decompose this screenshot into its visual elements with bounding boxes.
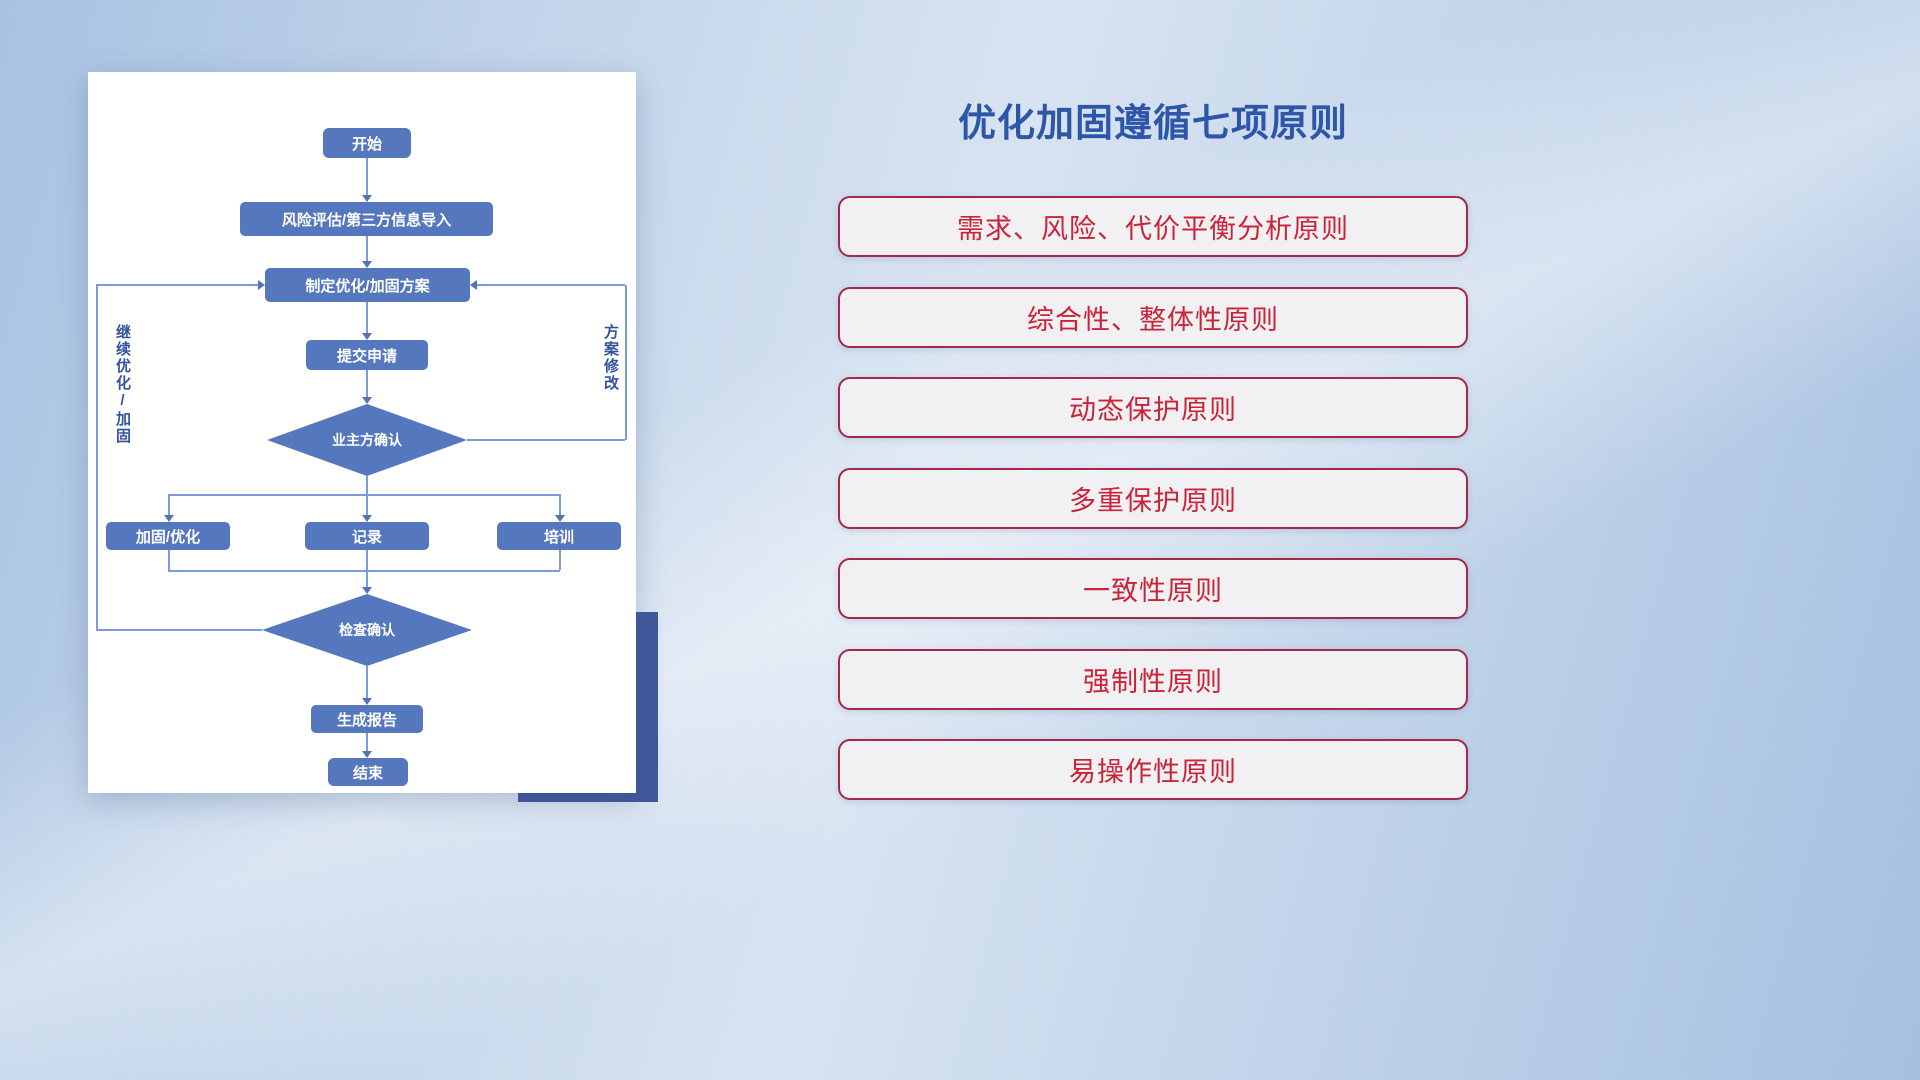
connector-line-left-loop (96, 284, 258, 286)
flow-node-report: 生成报告 (311, 705, 423, 733)
arrowhead-down-icon (164, 515, 174, 522)
arrowhead-down-icon (362, 698, 372, 705)
connector-line (366, 236, 368, 261)
connector-line (366, 570, 368, 587)
connector-line (168, 494, 170, 515)
connector-line (366, 302, 368, 333)
arrowhead-down-icon (362, 333, 372, 340)
flow-node-record: 记录 (305, 522, 429, 550)
arrowhead-down-icon (362, 587, 372, 594)
flow-node-submit: 提交申请 (306, 340, 428, 370)
edge-label-plan-revise: 方案修改 (602, 324, 619, 392)
principle-item-6: 强制性原则 (838, 649, 1468, 710)
flow-node-make-plan: 制定优化/加固方案 (265, 268, 470, 302)
arrowhead-right-icon (258, 280, 265, 290)
connector-line-right-loop (467, 439, 625, 441)
connector-line-left-loop (96, 629, 262, 631)
flow-node-risk-import: 风险评估/第三方信息导入 (240, 202, 493, 236)
flow-node-reinforce: 加固/优化 (106, 522, 230, 550)
arrowhead-down-icon (362, 195, 372, 202)
arrowhead-down-icon (555, 515, 565, 522)
edge-label-continue-optimize: 继续优化/加固 (114, 324, 131, 445)
flow-node-train: 培训 (497, 522, 621, 550)
connector-line (168, 550, 170, 570)
connector-line (559, 550, 561, 570)
connector-line (366, 370, 368, 397)
flow-decision-owner-confirm: 业主方确认 (267, 404, 467, 476)
principles-panel: 优化加固遵循七项原则 需求、风险、代价平衡分析原则 综合性、整体性原则 动态保护… (838, 0, 1468, 1080)
principle-item-3: 动态保护原则 (838, 377, 1468, 438)
flow-node-start: 开始 (323, 128, 411, 158)
connector-line-left-loop (96, 285, 98, 630)
connector-line-right-loop (625, 285, 627, 440)
principle-item-5: 一致性原则 (838, 558, 1468, 619)
principle-item-4: 多重保护原则 (838, 468, 1468, 529)
connector-line (366, 733, 368, 751)
connector-line-right-loop (477, 284, 625, 286)
arrowhead-left-icon (470, 280, 477, 290)
principle-item-1: 需求、风险、代价平衡分析原则 (838, 196, 1468, 257)
connector-line (168, 494, 560, 496)
connector-line (366, 494, 368, 515)
principle-item-2: 综合性、整体性原则 (838, 287, 1468, 348)
flow-node-end: 结束 (328, 758, 408, 786)
connector-line (366, 550, 368, 570)
arrowhead-down-icon (362, 397, 372, 404)
flow-decision-check-confirm: 检查确认 (262, 594, 472, 666)
connector-line (559, 494, 561, 515)
connector-line (366, 476, 368, 494)
arrowhead-down-icon (362, 751, 372, 758)
flowchart-card: 开始 风险评估/第三方信息导入 制定优化/加固方案 提交申请 业主方确认 加固/… (88, 72, 636, 793)
arrowhead-down-icon (362, 261, 372, 268)
connector-line (366, 666, 368, 698)
connector-line (168, 570, 560, 572)
principle-item-7: 易操作性原则 (838, 739, 1468, 800)
arrowhead-down-icon (362, 515, 372, 522)
connector-line (366, 158, 368, 195)
page-title: 优化加固遵循七项原则 (957, 103, 1348, 145)
